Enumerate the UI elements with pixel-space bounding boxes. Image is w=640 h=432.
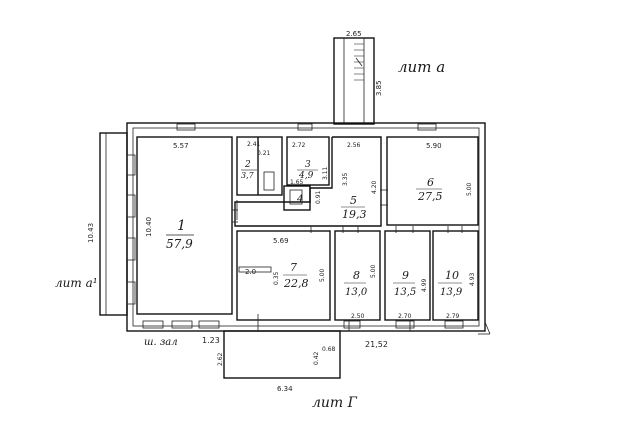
- dim-3-35: 3.35: [342, 172, 349, 186]
- door-marks: [232, 189, 463, 331]
- room-8-area: 13,0: [345, 287, 368, 298]
- label-lit-a: лит а: [398, 58, 445, 76]
- dimensions: 2.65 3.85 5.57 2.41 0.21 2.72 2.56 5.90 …: [87, 30, 476, 393]
- dim-0-91: 0.91: [315, 190, 322, 204]
- room-3-number: 3: [305, 160, 311, 170]
- room-7-number: 7: [290, 261, 297, 274]
- interior-walls: [136, 136, 479, 321]
- room-labels: 1 57,9 2 3,7 3 4,9 4 5 19,3 6 27,5 7 22,…: [166, 160, 463, 298]
- dim-5-90: 5.90: [426, 142, 442, 150]
- dim-10-43: 10.43: [87, 223, 95, 243]
- dim-5-00-room8: 5.00: [370, 264, 377, 278]
- dim-1-23: 1.23: [202, 336, 220, 345]
- dim-2-56: 2.56: [347, 142, 361, 149]
- room-10-number: 10: [445, 269, 459, 282]
- room-9-number: 9: [402, 269, 409, 282]
- room-5-number: 5: [350, 194, 357, 207]
- outer-walls: [99, 122, 491, 379]
- room-6-area: 27,5: [417, 190, 443, 203]
- dim-3-85: 3.85: [375, 80, 383, 96]
- dim-2-72: 2.72: [292, 142, 306, 149]
- staircase-annex: [333, 37, 375, 125]
- dim-4-20: 4.20: [371, 180, 378, 194]
- dim-total-length: 21,52: [365, 340, 388, 349]
- room-3-area: 4,9: [298, 171, 314, 181]
- dim-5-00-room6: 5.00: [466, 182, 473, 196]
- label-shv-zal: ш. зал: [144, 337, 178, 348]
- dim-2-41: 2.41: [247, 141, 261, 148]
- dim-2-50: 2.50: [351, 313, 365, 320]
- label-lit-g: лит Г: [312, 395, 358, 411]
- dim-2-0: 2.0: [245, 268, 256, 276]
- room-7-area: 22,8: [283, 277, 309, 290]
- bottom-windows: [142, 320, 464, 329]
- dim-2-65: 2.65: [346, 30, 362, 38]
- dim-4-93: 4.93: [469, 272, 476, 286]
- room-9-area: 13,5: [394, 287, 416, 298]
- dim-0-35: 0.35: [273, 271, 280, 285]
- dim-6-34: 6.34: [277, 385, 293, 393]
- left-windows: [126, 154, 136, 305]
- annex-labels: лит а лит а¹ лит Г ш. зал: [55, 58, 445, 411]
- dim-0-42: 0.42: [313, 351, 320, 365]
- dim-0-68: 0.68: [322, 346, 336, 353]
- dim-10-40: 10.40: [145, 217, 153, 237]
- room-4-number: 4: [296, 194, 303, 205]
- dim-2-62: 2.62: [217, 352, 224, 366]
- dim-1-65: 1.65: [290, 179, 304, 186]
- room-10-area: 13,9: [440, 287, 463, 298]
- room-8-number: 8: [353, 269, 360, 282]
- top-windows: [176, 123, 437, 131]
- room-5-area: 19,3: [342, 208, 367, 221]
- dim-5-69: 5.69: [273, 237, 289, 245]
- room-6-number: 6: [427, 176, 434, 189]
- room-1-area: 57,9: [166, 237, 193, 251]
- room-1-number: 1: [177, 218, 186, 234]
- dim-2-79: 2.79: [446, 313, 460, 320]
- room-2-area: 3,7: [241, 171, 255, 180]
- dim-4-99: 4.99: [421, 278, 428, 292]
- label-lit-a1: лит а¹: [55, 276, 98, 290]
- dim-5-57: 5.57: [173, 142, 189, 150]
- dim-5-00-room7: 5.00: [319, 268, 326, 282]
- dim-3-11: 3.11: [322, 166, 329, 180]
- dim-0-21: 0.21: [257, 150, 271, 157]
- dim-2-70: 2.70: [398, 313, 412, 320]
- room-2-number: 2: [244, 160, 251, 170]
